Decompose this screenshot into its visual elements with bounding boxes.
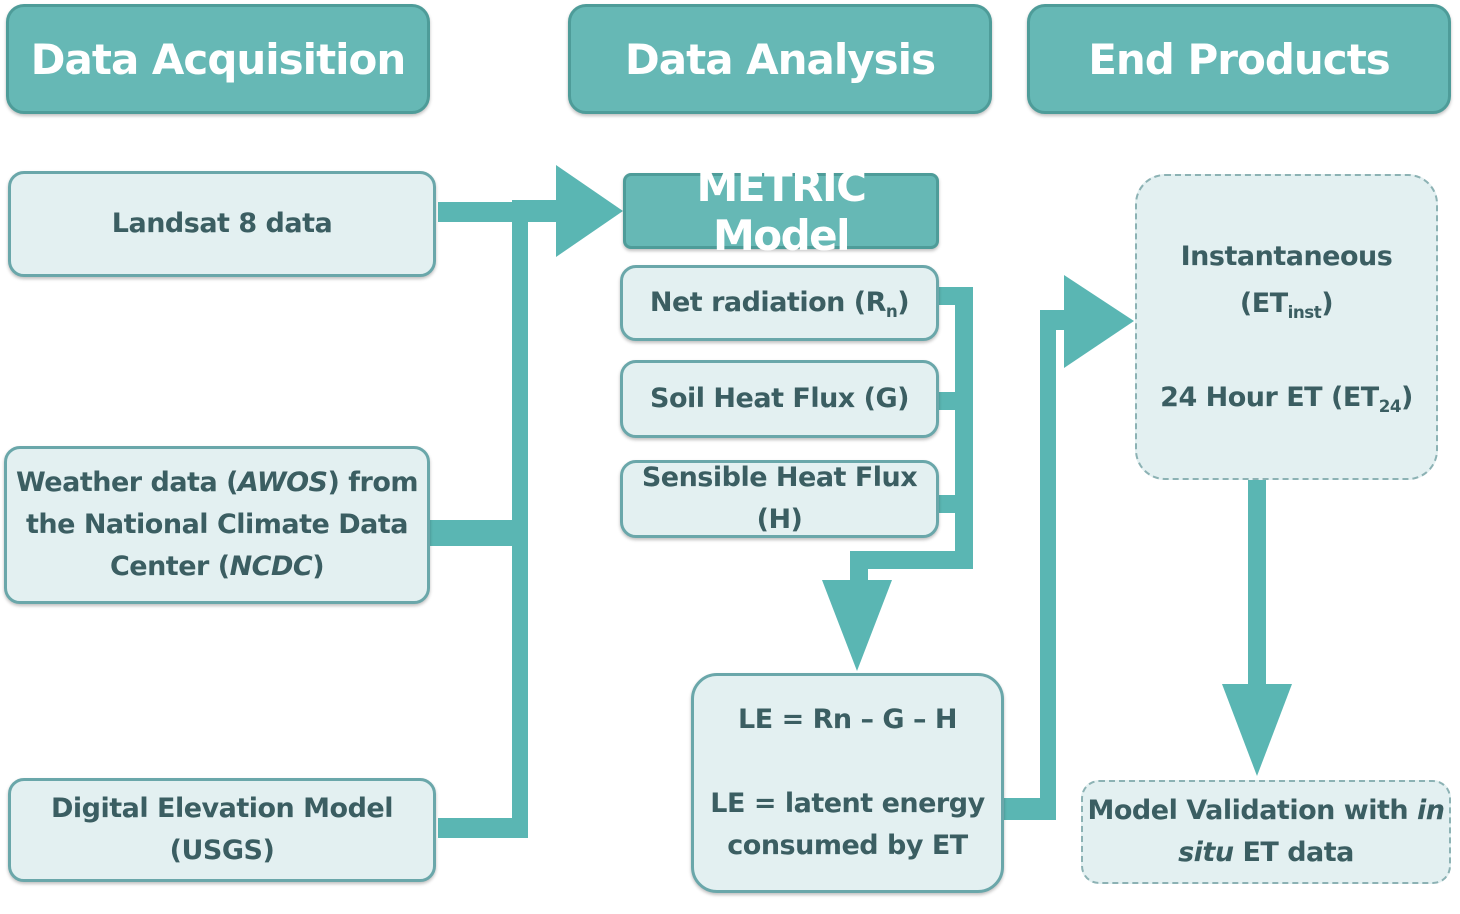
connector-collector-vertical	[955, 287, 973, 569]
et-24-sub: 24	[1378, 396, 1402, 417]
landsat-data-box: Landsat 8 data	[8, 171, 436, 277]
sensible-heat-flux-box: Sensible Heat Flux (H)	[620, 460, 939, 538]
dem-label: Digital Elevation Model (USGS)	[50, 793, 394, 866]
et-inst-label: (ETinst)	[1239, 280, 1334, 327]
net-radiation-sub: n	[885, 300, 898, 321]
soil-heat-flux-box: Soil Heat Flux (G)	[620, 360, 939, 438]
soil-heat-flux-label: Soil Heat Flux (G)	[650, 383, 909, 415]
latent-energy-box: LE = Rn – G – H LE = latent energy consu…	[691, 673, 1004, 893]
weather-text-d: )	[312, 550, 325, 582]
le-equation: LE = Rn – G – H	[738, 704, 957, 736]
weather-text-b: ) from	[327, 467, 419, 499]
header-end-products: End Products	[1027, 4, 1451, 114]
weather-data-line1: Weather data (AWOS) from	[15, 462, 419, 504]
header-data-acquisition-label: Data Acquisition	[30, 34, 407, 84]
validation-text-end: ET data	[1233, 837, 1354, 868]
connector-collector-horizontal	[850, 551, 973, 569]
le-definition-line1: LE = latent energy	[710, 788, 985, 819]
weather-data-box: Weather data (AWOS) from the National Cl…	[4, 446, 430, 604]
validation-line1: Model Validation with in	[1088, 790, 1445, 832]
validation-text: Model Validation with	[1087, 795, 1417, 827]
metric-model-box: METRIC Model	[623, 162, 939, 260]
validation-line2: situ ET data	[1178, 832, 1354, 874]
connector-le-vertical	[1040, 310, 1056, 820]
arrow-to-validation	[1222, 684, 1292, 776]
connector-weather	[430, 520, 528, 546]
header-data-analysis: Data Analysis	[568, 4, 992, 114]
et-24-label: 24 Hour ET (ET24)	[1160, 374, 1413, 421]
et-products-box: Instantaneous (ETinst) 24 Hour ET (ET24)	[1135, 174, 1438, 480]
model-validation-box: Model Validation with in situ ET data	[1081, 780, 1451, 884]
weather-data-line2: the National Climate Data	[25, 509, 409, 541]
connector-collector-drop	[850, 551, 868, 581]
et-inst-sub: inst	[1287, 301, 1322, 322]
connector-dem	[438, 818, 528, 838]
net-radiation-text: Net radiation (R	[649, 287, 887, 319]
header-data-acquisition: Data Acquisition	[6, 4, 430, 114]
arrow-to-metric	[556, 165, 623, 257]
weather-data-line3: Center (NCDC)	[109, 546, 325, 588]
et-24-suffix: )	[1400, 382, 1413, 414]
weather-awos: AWOS	[237, 467, 328, 499]
connector-le-up	[1040, 310, 1070, 330]
et-inst-suffix: )	[1321, 287, 1334, 319]
dem-box: Digital Elevation Model (USGS)	[8, 778, 436, 882]
sensible-heat-flux-label: Sensible Heat Flux (H)	[641, 462, 918, 535]
validation-in: in	[1416, 795, 1445, 827]
weather-ncdc: NCDC	[229, 550, 313, 582]
validation-situ: situ	[1178, 837, 1234, 868]
et-inst-prefix: (ET	[1239, 287, 1288, 319]
arrow-to-le	[822, 580, 892, 671]
header-data-analysis-label: Data Analysis	[624, 34, 936, 84]
weather-text-c: Center (	[109, 550, 230, 582]
products-spacer	[1282, 327, 1291, 374]
landsat-data-label: Landsat 8 data	[111, 208, 333, 240]
net-radiation-end: )	[897, 287, 910, 319]
connector-bus-vertical	[512, 202, 528, 838]
header-end-products-label: End Products	[1088, 34, 1391, 84]
connector-to-model	[512, 200, 562, 222]
net-radiation-box: Net radiation (Rn)	[620, 265, 939, 341]
metric-model-title: METRIC Model	[696, 162, 867, 260]
instantaneous-label: Instantaneous	[1180, 240, 1393, 272]
et-24-prefix: 24 Hour ET (ET	[1160, 382, 1379, 414]
weather-text-a: Weather data (	[15, 467, 238, 499]
connector-products-down	[1248, 478, 1266, 688]
le-definition-line2: consumed by ET	[727, 829, 968, 861]
le-spacer	[843, 741, 852, 783]
arrow-to-products	[1064, 275, 1134, 368]
connector-landsat	[438, 202, 528, 222]
net-radiation-label: Net radiation (Rn)	[649, 282, 910, 324]
